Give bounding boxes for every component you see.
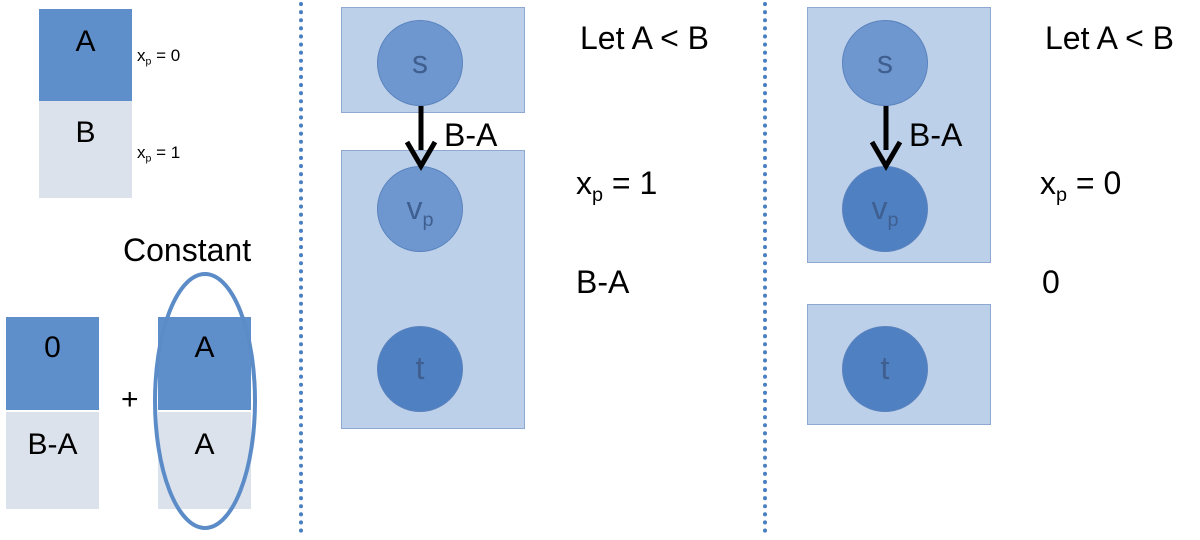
decomp-right-bottom-cell: A	[158, 412, 251, 509]
right-title: Let A < B	[1045, 20, 1174, 56]
decomp-left-bottom-label: B-A	[27, 428, 78, 461]
legend-xp-0: xp = 0	[137, 46, 180, 68]
right-assignment-rest: = 0	[1067, 165, 1122, 201]
xp0-main: x	[137, 46, 146, 65]
right-assignment-main: x	[1040, 165, 1056, 201]
legend-cell-b-label: B	[75, 116, 96, 149]
right-assignment: xp = 0	[1040, 165, 1121, 207]
legend-cell-a: A	[39, 9, 132, 101]
middle-node-t: t	[377, 326, 463, 412]
decomp-right-top-cell: A	[158, 317, 251, 410]
legend-cell-a-label: A	[75, 25, 96, 58]
middle-assignment: xp = 1	[576, 165, 657, 207]
right-node-s: s	[842, 20, 928, 106]
middle-assignment-rest: = 1	[603, 165, 658, 201]
decomp-left-bottom-cell: B-A	[6, 412, 99, 509]
constant-label: Constant	[123, 232, 252, 268]
middle-title: Let A < B	[580, 20, 709, 56]
xp0-rest: = 0	[151, 46, 181, 65]
right-assignment-sub: p	[1056, 183, 1068, 206]
legend-cell-b: B	[39, 101, 132, 198]
right-node-t: t	[842, 326, 928, 412]
xp1-main: x	[137, 143, 146, 162]
decomp-left-top-label: 0	[44, 331, 61, 364]
middle-node-vp-sub: p	[422, 208, 434, 231]
middle-edge-label: B-A	[444, 117, 498, 153]
middle-node-vp-main: v	[406, 190, 423, 226]
plus-sign: +	[121, 383, 139, 416]
middle-assignment-sub: p	[592, 183, 604, 206]
decomp-right-top-label: A	[194, 331, 215, 364]
right-node-vp-main: v	[871, 190, 888, 226]
constant-ellipse	[153, 272, 257, 530]
middle-assignment-main: x	[576, 165, 592, 201]
middle-node-vp: vp	[377, 166, 463, 252]
xp0-sub: p	[145, 55, 152, 68]
right-edge-label: B-A	[909, 117, 963, 153]
right-node-vp: vp	[842, 166, 928, 252]
middle-cost: B-A	[576, 264, 630, 300]
decomp-left-top-cell: 0	[6, 317, 99, 410]
legend-xp-1: xp = 1	[137, 143, 180, 165]
xp1-rest: = 1	[151, 143, 181, 162]
middle-node-s: s	[377, 20, 463, 106]
middle-edge-arrowhead	[404, 140, 438, 171]
decomp-right-bottom-label: A	[194, 428, 215, 461]
xp1-sub: p	[145, 152, 152, 165]
right-node-vp-sub: p	[887, 208, 899, 231]
right-cost: 0	[1042, 264, 1060, 300]
right-edge-arrowhead	[869, 140, 903, 171]
